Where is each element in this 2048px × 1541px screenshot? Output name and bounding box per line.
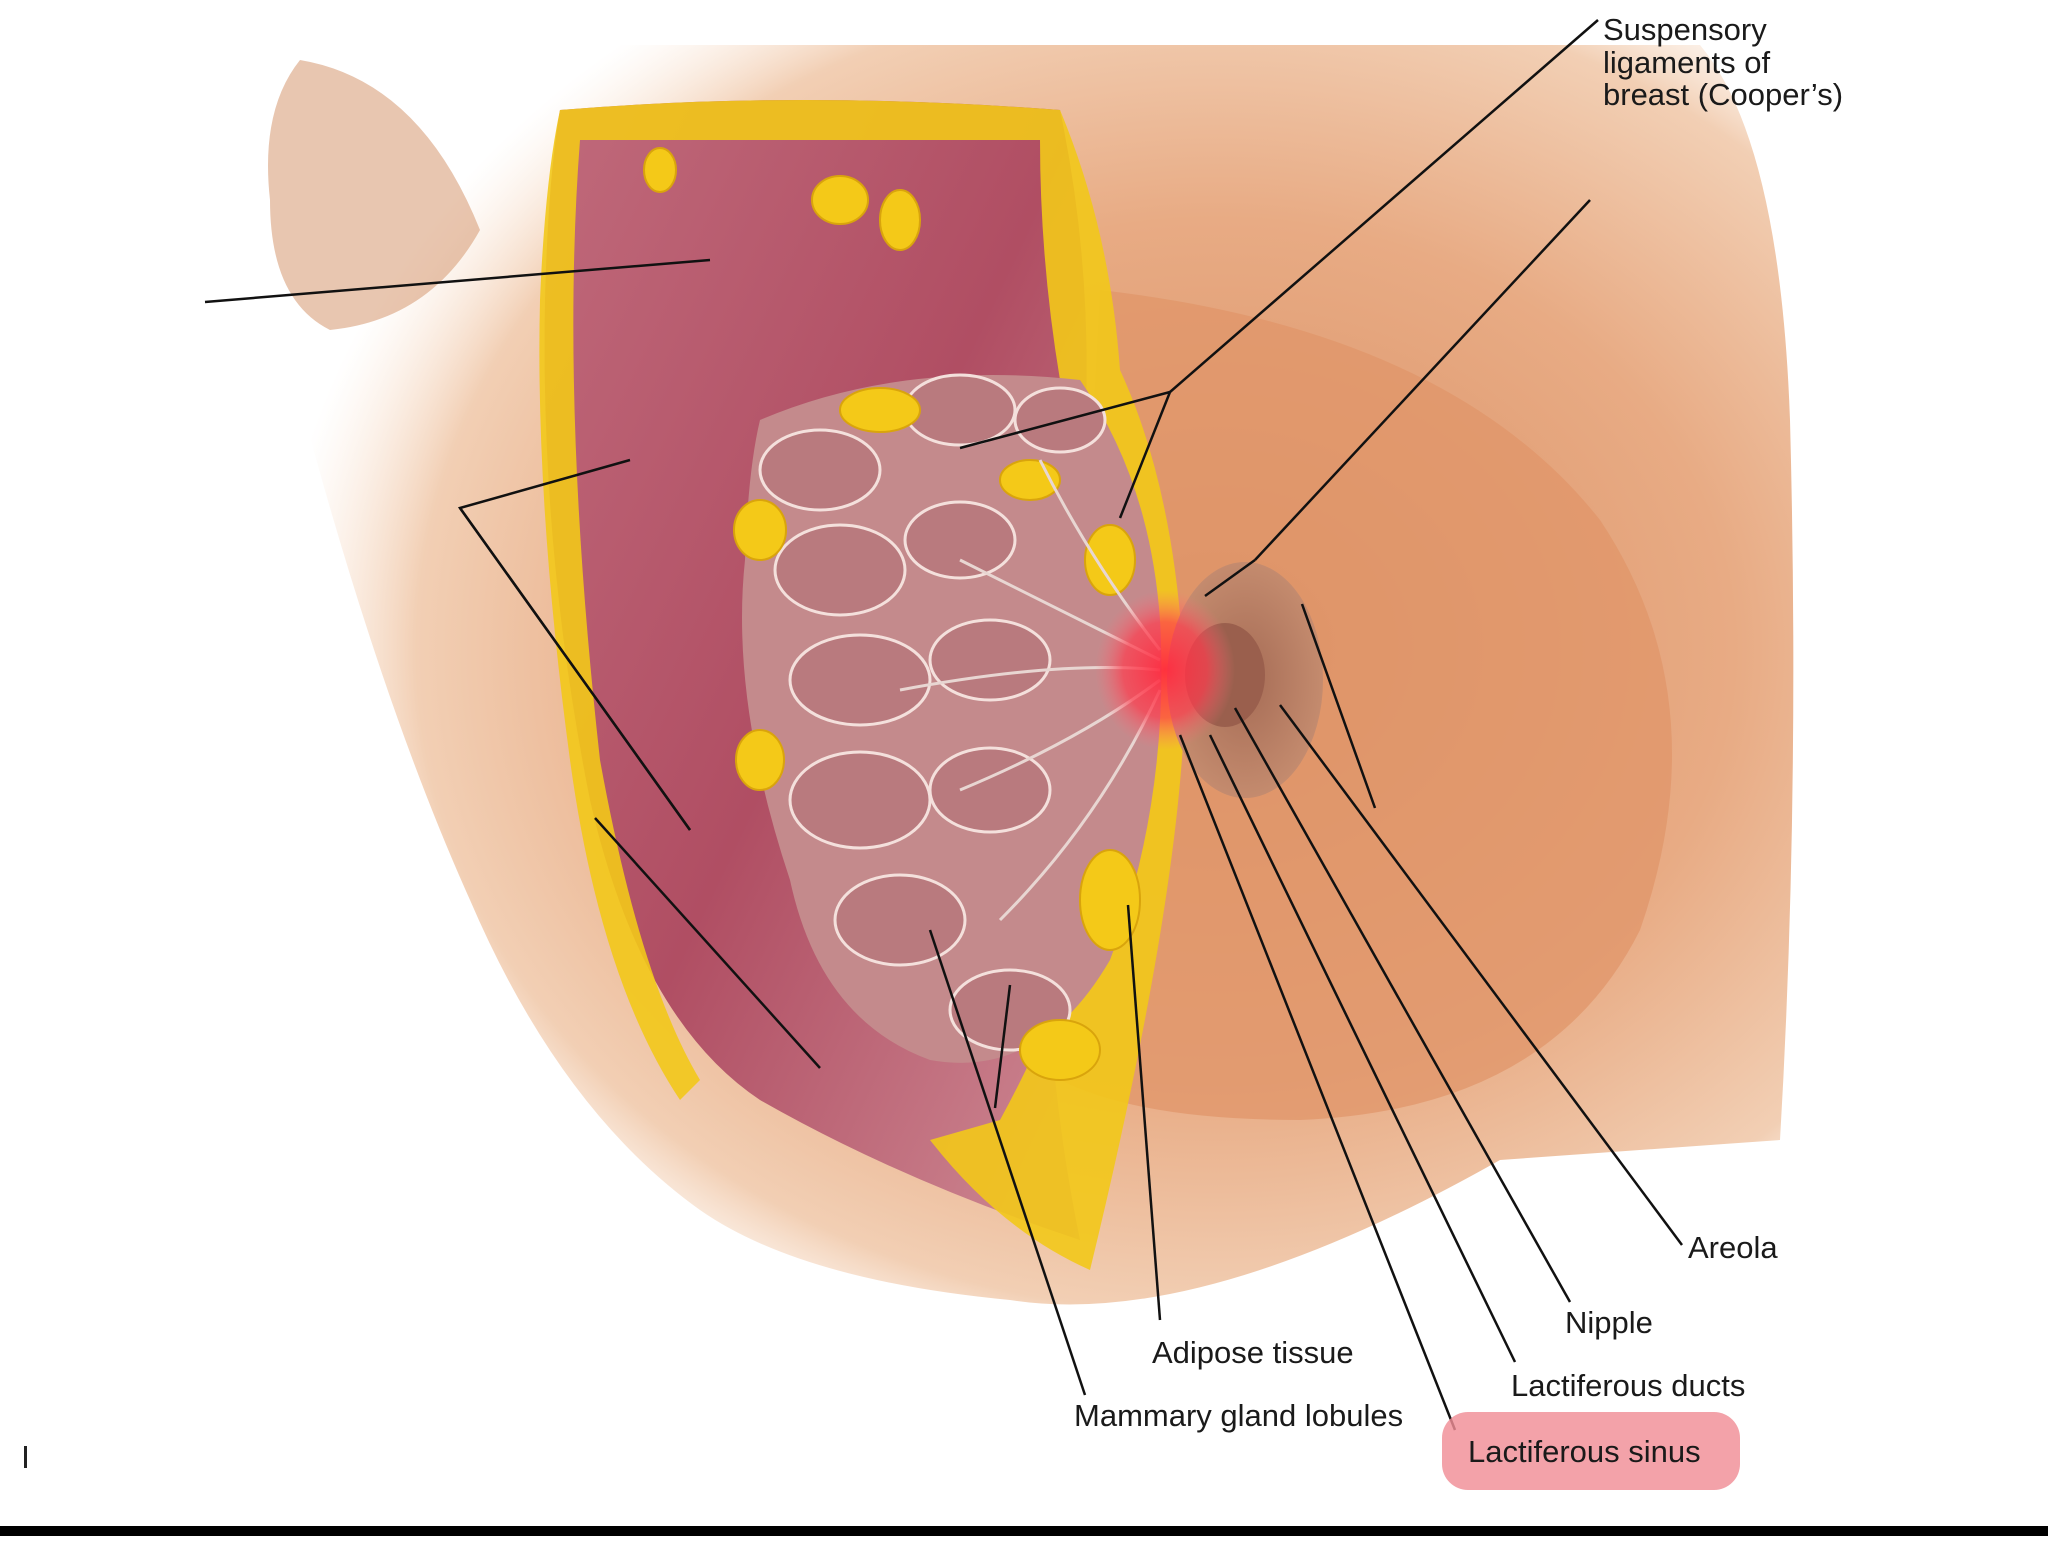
leader-unlabeled-top <box>204 258 711 304</box>
breast-mound <box>1060 290 1672 1120</box>
leader-lines <box>204 19 1684 1431</box>
label-lactiferous-ducts: Lactiferous ducts <box>1511 1368 1746 1403</box>
leader-unlabeled-bracket-b <box>458 507 692 831</box>
leader-adipose <box>1126 904 1162 1321</box>
lactiferous-sinus-highlight <box>1095 590 1235 750</box>
label-areola: Areola <box>1688 1230 1778 1265</box>
leader-lobules-a <box>928 929 1087 1396</box>
leader-unlabeled-lower <box>594 817 821 1069</box>
label-lactiferous-sinus: Lactiferous sinus <box>1468 1434 1701 1469</box>
label-suspensory-line-3: breast (Cooper’s) <box>1603 77 1844 113</box>
label-nipple: Nipple <box>1565 1305 1653 1340</box>
leader-suspensory-3 <box>1118 391 1172 519</box>
lactiferous-sinus-label-highlight <box>1442 1412 1740 1490</box>
leader-suspensory-b <box>1254 199 1591 561</box>
label-suspensory-line-2: ligaments of <box>1603 44 1771 80</box>
leader-areola <box>1278 704 1684 1246</box>
leader-lactiferous-ducts <box>1208 734 1517 1363</box>
bottom-bar <box>0 1526 2048 1536</box>
label-suspensory-line-1: Suspensory <box>1603 12 1767 47</box>
label-adipose-tissue: Adipose tissue <box>1152 1335 1354 1370</box>
leader-suspensory-b2 <box>1204 558 1256 598</box>
leader-lobules-b <box>993 984 1012 1109</box>
leader-lactiferous-sinus <box>1178 734 1457 1431</box>
leader-suspensory-2 <box>959 390 1171 450</box>
leader-areola-b <box>1300 603 1377 809</box>
label-suspensory-ligaments: Suspensory ligaments of breast (Cooper’s… <box>1603 12 1844 113</box>
lobules <box>758 373 1107 1052</box>
margin-mark <box>24 1446 27 1468</box>
leader-nipple <box>1233 707 1572 1303</box>
label-mammary-gland-lobules: Mammary gland lobules <box>1074 1398 1404 1433</box>
arm-shadow <box>268 60 480 330</box>
leader-suspensory-1 <box>1169 19 1599 393</box>
